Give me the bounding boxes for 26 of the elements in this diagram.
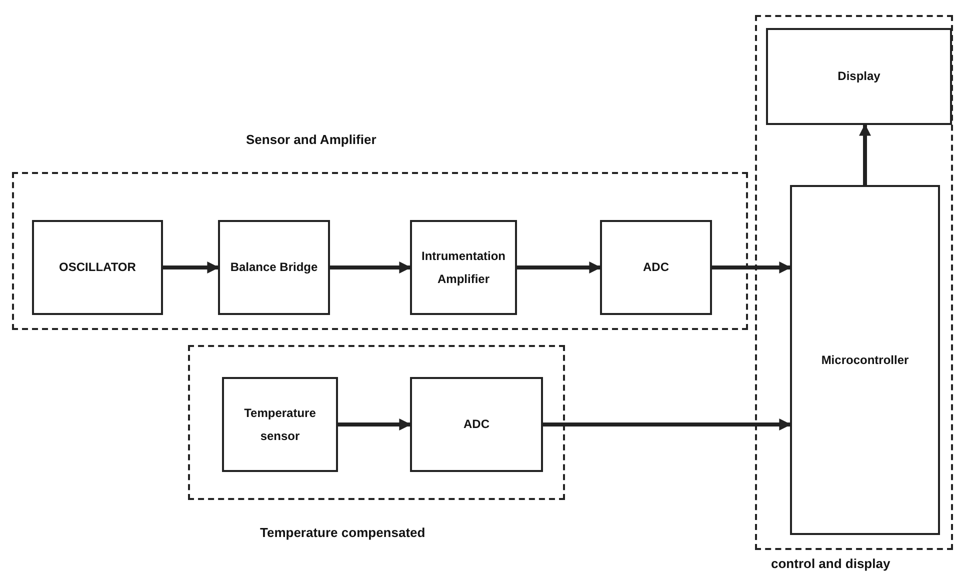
group-heading: control and display: [771, 556, 890, 571]
block-box: [410, 220, 517, 315]
block-label: ADC: [642, 259, 670, 276]
block-label: OSCILLATOR: [58, 259, 137, 276]
block-label: Display: [836, 68, 882, 86]
block-label: Temperature sensor: [243, 404, 317, 444]
group-heading: Temperature compensated: [260, 525, 426, 540]
block-label: Microcontroller: [820, 352, 910, 369]
arrow: [338, 418, 412, 430]
block-box: [600, 220, 712, 315]
arrow: [859, 124, 871, 185]
arrow: [163, 262, 220, 274]
block-box: [222, 377, 338, 472]
arrow: [543, 418, 792, 430]
block-label: Intrumentation Amplifier: [420, 248, 506, 288]
block-label: Balance Bridge: [229, 259, 319, 276]
arrow: [517, 262, 602, 274]
group-heading: Sensor and Amplifier: [246, 132, 376, 147]
block-box: [32, 220, 163, 315]
block-box: [790, 185, 940, 535]
block-box: [410, 377, 543, 472]
block-box: [766, 28, 952, 125]
arrow: [712, 262, 792, 274]
arrow: [330, 262, 412, 274]
block-label: ADC: [462, 416, 490, 434]
block-box: [218, 220, 330, 315]
